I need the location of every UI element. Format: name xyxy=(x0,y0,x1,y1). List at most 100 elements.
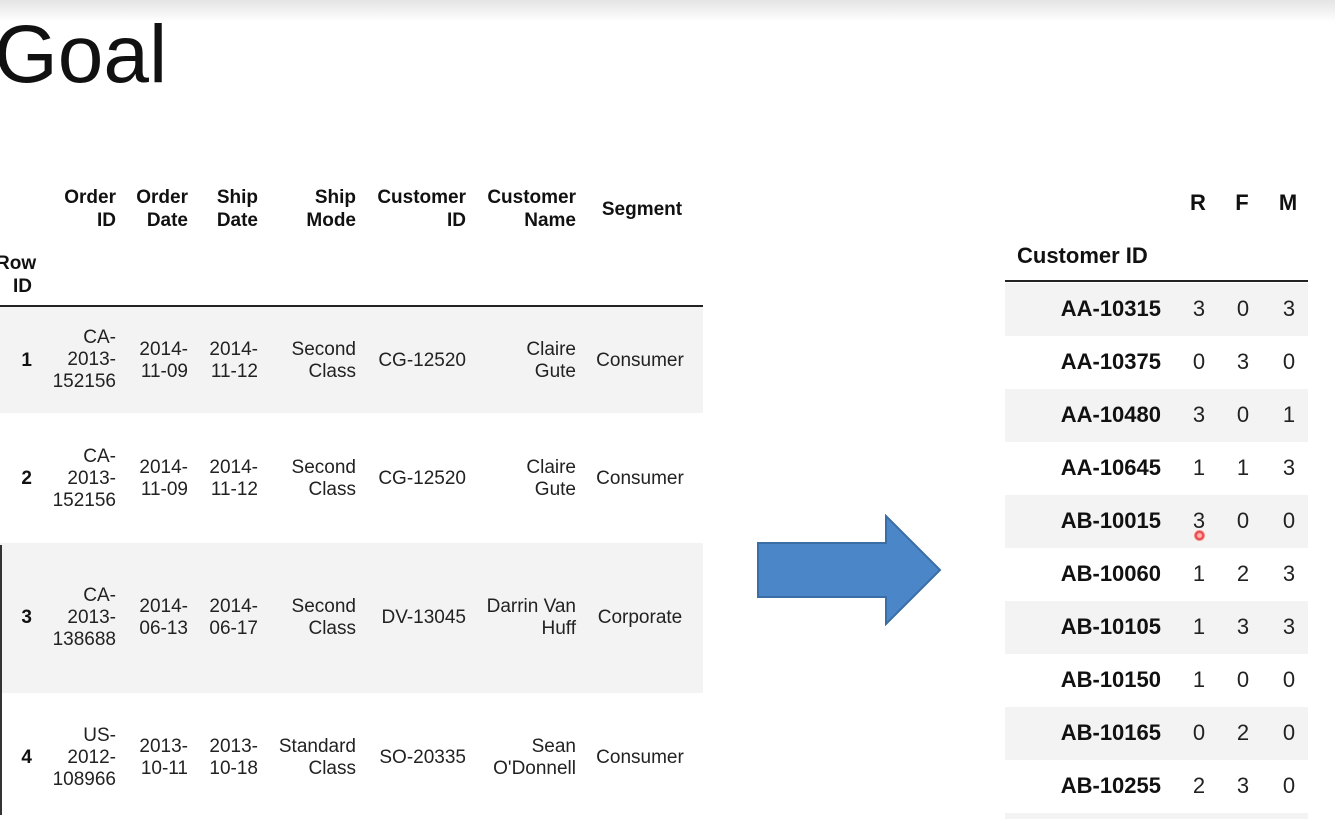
segment-cell: Consumer xyxy=(596,747,684,768)
customer-id-cell: AB-10150 xyxy=(1060,667,1161,692)
header-f: F xyxy=(1235,190,1249,215)
m-value: 0 xyxy=(1282,508,1296,533)
row-index: 2 xyxy=(21,468,32,489)
order-date-cell: 2014-11-09 xyxy=(139,339,188,382)
f-value: 3 xyxy=(1236,773,1250,798)
segment-cell: Corporate xyxy=(597,607,683,628)
customer-id-cell: AA-10315 xyxy=(1060,296,1161,321)
f-value: 0 xyxy=(1236,508,1250,533)
r-value: 1 xyxy=(1192,667,1206,692)
customer-id-cell: AB-10060 xyxy=(1060,561,1161,586)
order-id-cell: CA-2013-152156 xyxy=(52,327,116,392)
m-value: 1 xyxy=(1282,402,1296,427)
table-row: 1 CA-2013-152156 2014-11-09 2014-11-12 S… xyxy=(0,307,703,413)
m-value: 0 xyxy=(1282,349,1296,374)
r-value: 2 xyxy=(1192,773,1206,798)
top-shadow xyxy=(0,0,1335,22)
customer-id-cell: AA-10645 xyxy=(1060,455,1161,480)
order-date-cell: 2014-06-13 xyxy=(139,596,188,639)
f-value: 2 xyxy=(1236,720,1250,745)
segment-cell: Consumer xyxy=(596,350,684,371)
f-value: 3 xyxy=(1236,349,1250,374)
row-id-header: Row ID xyxy=(0,253,37,297)
table-row: AB-10105 1 3 3 xyxy=(1005,601,1308,654)
r-value: 3 xyxy=(1192,296,1206,321)
table-row: AA-10480 3 0 1 xyxy=(1005,389,1308,442)
customer-id-cell: AB-10015 xyxy=(1060,508,1161,533)
table-row: AA-10315 3 0 3 xyxy=(1005,283,1308,336)
f-value: 1 xyxy=(1236,455,1250,480)
r-value: 0 xyxy=(1192,349,1206,374)
cursor-icon xyxy=(1194,530,1205,541)
table-row: AB-10165 0 2 0 xyxy=(1005,707,1308,760)
order-id-cell: CA-2013-138688 xyxy=(52,585,116,650)
table-row: 4 US-2012-108966 2013-10-11 2013-10-18 S… xyxy=(0,693,703,819)
ship-date-cell: 2014-06-17 xyxy=(209,596,258,639)
customer-id-cell: DV-13045 xyxy=(381,607,466,628)
table-row: AB-10255 2 3 0 xyxy=(1005,760,1308,813)
m-value: 0 xyxy=(1282,773,1296,798)
order-id-cell: US-2012-108966 xyxy=(52,725,116,790)
r-value: 1 xyxy=(1192,561,1206,586)
header-r: R xyxy=(1190,190,1206,215)
table-row: AB-10060 1 2 3 xyxy=(1005,548,1308,601)
f-value: 0 xyxy=(1236,667,1250,692)
frame-edge xyxy=(0,545,2,815)
row-index: 1 xyxy=(21,350,32,371)
r-value: 0 xyxy=(1192,720,1206,745)
header-segment: Segment xyxy=(601,199,683,220)
m-value: 3 xyxy=(1282,614,1296,639)
customer-id-cell: AB-10165 xyxy=(1060,720,1161,745)
table-row: 2 CA-2013-152156 2014-11-09 2014-11-12 S… xyxy=(0,413,703,543)
table-row: AA-10375 0 3 0 xyxy=(1005,336,1308,389)
ship-date-cell: 2014-11-12 xyxy=(209,457,258,500)
customer-id-cell: AB-10105 xyxy=(1060,614,1161,639)
order-date-cell: 2014-11-09 xyxy=(139,457,188,500)
r-value: 1 xyxy=(1192,614,1206,639)
customer-id-cell: CG-12520 xyxy=(378,468,466,489)
rfm-header-divider xyxy=(1005,280,1308,282)
f-value: 2 xyxy=(1236,561,1250,586)
order-id-cell: CA-2013-152156 xyxy=(52,446,116,511)
table-row: AA-10645 1 1 3 xyxy=(1005,442,1308,495)
slide-title: Goal xyxy=(0,9,168,100)
m-value: 0 xyxy=(1282,720,1296,745)
order-date-cell: 2013-10-11 xyxy=(139,736,188,779)
table-row xyxy=(1005,813,1308,819)
table-row: AB-10150 1 0 0 xyxy=(1005,654,1308,707)
r-value: 3 xyxy=(1192,508,1206,533)
header-m: M xyxy=(1278,190,1298,215)
m-value: 3 xyxy=(1282,455,1296,480)
row-index: 4 xyxy=(21,747,32,768)
f-value: 3 xyxy=(1236,614,1250,639)
header-customer-id: Customer ID xyxy=(1017,243,1148,268)
table-row: AB-10015 3 0 0 xyxy=(1005,495,1308,548)
segment-cell: Consumer xyxy=(596,468,684,489)
row-index: 3 xyxy=(21,607,32,628)
m-value: 3 xyxy=(1282,561,1296,586)
right-arrow-icon xyxy=(757,514,942,626)
ship-date-cell: 2013-10-18 xyxy=(209,736,258,779)
customer-id-cell: CG-12520 xyxy=(378,350,466,371)
customer-id-cell: SO-20335 xyxy=(379,747,466,768)
r-value: 3 xyxy=(1192,402,1206,427)
customer-id-cell: AA-10480 xyxy=(1060,402,1161,427)
r-value: 1 xyxy=(1192,455,1206,480)
ship-date-cell: 2014-11-12 xyxy=(209,339,258,382)
customer-id-cell: AA-10375 xyxy=(1060,349,1161,374)
